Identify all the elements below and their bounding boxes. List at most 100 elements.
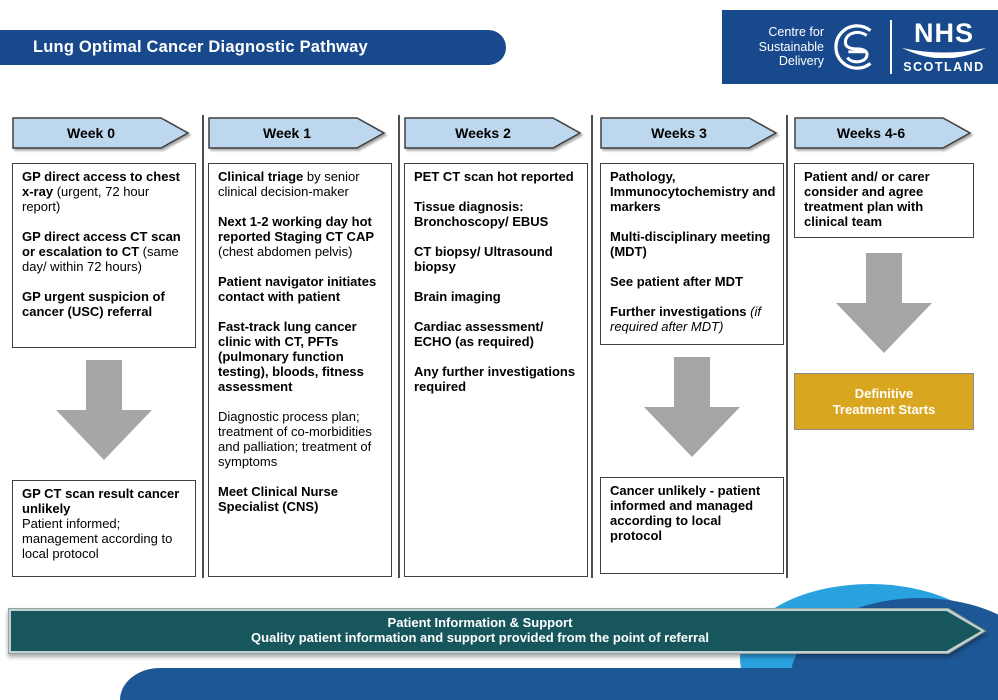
page-title: Lung Optimal Cancer Diagnostic Pathway bbox=[33, 38, 368, 56]
text-segment: (urgent, 72 hour report) bbox=[22, 184, 150, 214]
pathway-column: Week 0 GP direct access to chest x-ray (u… bbox=[12, 117, 196, 577]
pathway-step-box: Cancer unlikely - patient informed and m… bbox=[600, 477, 784, 574]
week-header-arrow-shape bbox=[600, 117, 778, 149]
text-segment: Patient informed; management according t… bbox=[22, 516, 173, 561]
step-text: Tissue diagnosis: Bronchoscopy/ EBUS bbox=[414, 199, 580, 229]
step-text: Brain imaging bbox=[414, 289, 580, 304]
text-segment: CT biopsy/ Ultrasound biopsy bbox=[414, 244, 553, 274]
down-arrow-icon bbox=[56, 360, 152, 460]
text-segment: Cardiac assessment/ ECHO (as required) bbox=[414, 319, 544, 349]
step-text: Pathology, Immunocytochemistry and marke… bbox=[610, 169, 776, 214]
step-text: CT biopsy/ Ultrasound biopsy bbox=[414, 244, 580, 274]
step-text: GP urgent suspicion of cancer (USC) refe… bbox=[22, 289, 188, 319]
text-segment: by senior clinical decision-maker bbox=[218, 169, 360, 199]
text-segment: Any further investigations required bbox=[414, 364, 576, 394]
week-header: Weeks 3 bbox=[600, 117, 784, 149]
week-header-arrow-shape bbox=[208, 117, 386, 149]
text-segment: GP direct access CT scan or escalation t… bbox=[22, 229, 181, 259]
text-segment: (same day/ within 72 hours) bbox=[22, 244, 179, 274]
text-segment: Pathology, Immunocytochemistry and marke… bbox=[610, 169, 776, 214]
text-segment: (chest abdomen pelvis) bbox=[218, 244, 353, 259]
text-segment: GP CT scan result cancer unlikely bbox=[22, 486, 180, 516]
column-divider bbox=[398, 115, 400, 578]
step-text: Multi-disciplinary meeting (MDT) bbox=[610, 229, 776, 259]
banner-arrow-shape bbox=[8, 608, 987, 654]
banner-subtitle: Quality patient information and support … bbox=[251, 630, 709, 645]
patient-info-banner: Patient Information & Support Quality pa… bbox=[8, 608, 988, 654]
step-text: Fast-track lung cancer clinic with CT, P… bbox=[218, 319, 384, 394]
text-segment: Meet Clinical Nurse Specialist (CNS) bbox=[218, 484, 338, 514]
column-divider bbox=[591, 115, 593, 578]
banner-title: Patient Information & Support bbox=[387, 615, 573, 630]
text-segment: GP urgent suspicion of cancer (USC) refe… bbox=[22, 289, 165, 319]
step-text: Meet Clinical Nurse Specialist (CNS) bbox=[218, 484, 384, 514]
pathway-step-box: Pathology, Immunocytochemistry and marke… bbox=[600, 163, 784, 345]
step-text: Clinical triage by senior clinical decis… bbox=[218, 169, 384, 199]
text-segment: Clinical triage bbox=[218, 169, 304, 184]
step-text: Cardiac assessment/ ECHO (as required) bbox=[414, 319, 580, 349]
pathway-column: Weeks 3 Pathology, Immunocytochemistry an… bbox=[600, 117, 784, 574]
csd-emblem-icon bbox=[834, 24, 872, 70]
step-text: Any further investigations required bbox=[414, 364, 580, 394]
pathway-column: Week 1 Clinical triage by senior clinical… bbox=[208, 117, 392, 577]
step-text: Patient informed; management according t… bbox=[22, 516, 188, 561]
logo-divider bbox=[890, 20, 892, 74]
text-segment: Patient navigator initiates contact with… bbox=[218, 274, 377, 304]
step-text: GP direct access to chest x-ray (urgent,… bbox=[22, 169, 188, 214]
pathway-step-box: Clinical triage by senior clinical decis… bbox=[208, 163, 392, 577]
step-text: Cancer unlikely - patient informed and m… bbox=[610, 483, 776, 543]
week-header-label: Week 1 bbox=[263, 125, 311, 141]
step-text: Further investigations (if required afte… bbox=[610, 304, 776, 334]
step-text: GP direct access CT scan or escalation t… bbox=[22, 229, 188, 274]
nhs-scotland-lockup: NHS SCOTLAND bbox=[900, 17, 988, 74]
text-segment: PET CT scan hot reported bbox=[414, 169, 574, 184]
week-header-label: Weeks 3 bbox=[651, 125, 707, 141]
text-segment: Patient and/ or carer consider and agree… bbox=[804, 169, 930, 229]
column-divider bbox=[786, 115, 788, 578]
pathway-step-box: Patient and/ or carer consider and agree… bbox=[794, 163, 974, 238]
text-segment: Next 1-2 working day hot reported Stagin… bbox=[218, 214, 374, 244]
week-header-label: Weeks 4-6 bbox=[836, 125, 906, 141]
week-header: Week 1 bbox=[208, 117, 392, 149]
step-text: GP CT scan result cancer unlikely bbox=[22, 486, 188, 516]
text-segment: Further investigations bbox=[610, 304, 751, 319]
text-segment: Cancer unlikely - patient informed and m… bbox=[610, 483, 761, 543]
definitive-treatment-box: Definitive Treatment Starts bbox=[794, 373, 974, 430]
text-segment: Tissue diagnosis: Bronchoscopy/ EBUS bbox=[414, 199, 549, 229]
week-header-label: Week 0 bbox=[67, 125, 115, 141]
down-arrow-icon bbox=[836, 253, 932, 353]
pathway-step-box: GP direct access to chest x-ray (urgent,… bbox=[12, 163, 196, 348]
week-header: Weeks 2 bbox=[404, 117, 588, 149]
text-segment: Diagnostic process plan; treatment of co… bbox=[218, 409, 372, 469]
step-text: Patient navigator initiates contact with… bbox=[218, 274, 384, 304]
step-text: Patient and/ or carer consider and agree… bbox=[804, 169, 966, 229]
column-divider bbox=[202, 115, 204, 578]
week-header: Weeks 4-6 bbox=[794, 117, 974, 149]
nhs-wordmark: NHS bbox=[913, 17, 974, 48]
text-segment: Fast-track lung cancer clinic with CT, P… bbox=[218, 319, 364, 394]
week-header-arrow-shape bbox=[794, 117, 972, 149]
text-segment: See patient after MDT bbox=[610, 274, 743, 289]
week-header-label: Weeks 2 bbox=[455, 125, 511, 141]
week-header-arrow-shape bbox=[12, 117, 190, 149]
step-text: Next 1-2 working day hot reported Stagin… bbox=[218, 214, 384, 259]
nhs-logo-block: Centre for Sustainable Delivery NHS SCOT… bbox=[722, 10, 998, 84]
text-segment: Brain imaging bbox=[414, 289, 501, 304]
banner-text: Patient Information & Support Quality pa… bbox=[8, 608, 952, 654]
step-text: Diagnostic process plan; treatment of co… bbox=[218, 409, 384, 469]
step-text: PET CT scan hot reported bbox=[414, 169, 580, 184]
nhs-scotland-label: SCOTLAND bbox=[903, 59, 985, 74]
down-arrow-icon bbox=[644, 357, 740, 457]
text-segment: Multi-disciplinary meeting (MDT) bbox=[610, 229, 771, 259]
decor-bottom-bar bbox=[120, 668, 998, 700]
week-header: Week 0 bbox=[12, 117, 196, 149]
page-title-bar: Lung Optimal Cancer Diagnostic Pathway bbox=[0, 30, 506, 65]
nhs-swoosh-icon bbox=[902, 47, 986, 58]
week-header-arrow-shape bbox=[404, 117, 582, 149]
step-text: See patient after MDT bbox=[610, 274, 776, 289]
